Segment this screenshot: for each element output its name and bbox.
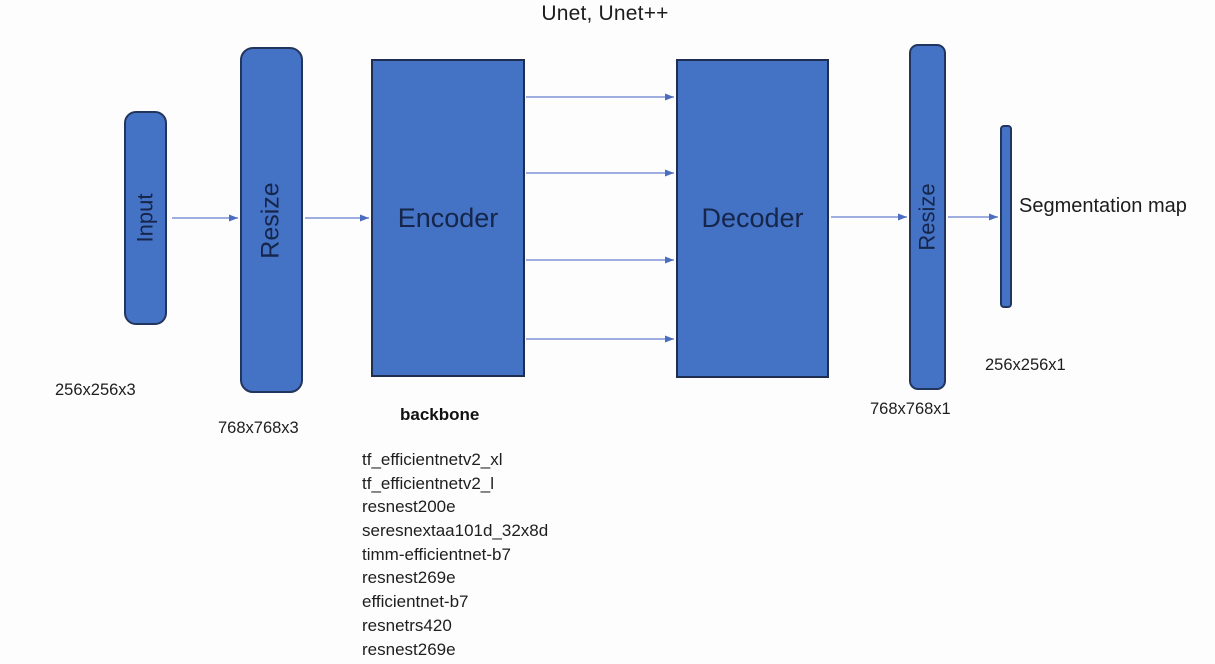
resize-in-node: Resize bbox=[240, 47, 303, 393]
backbone-item: efficientnet-b7 bbox=[362, 592, 469, 612]
backbone-item: resnest269e bbox=[362, 568, 456, 588]
encoder-node-label: Encoder bbox=[397, 202, 499, 233]
backbone-item: resnest200e bbox=[362, 497, 456, 517]
input-node-label: Input bbox=[132, 193, 158, 243]
backbone-item: resnest269e bbox=[362, 639, 456, 659]
diagram-title: Unet, Unet++ bbox=[541, 2, 669, 25]
resize-out-dim-label: 768x768x1 bbox=[870, 400, 951, 418]
backbone-item: seresnextaa101d_32x8d bbox=[362, 521, 549, 541]
resize-in-dim-label: 768x768x3 bbox=[218, 419, 299, 437]
backbone-item: tf_efficientnetv2_l bbox=[362, 473, 494, 493]
decoder-node-label: Decoder bbox=[701, 203, 804, 233]
backbone-item: resnetrs420 bbox=[362, 615, 452, 635]
backbone-list: tf_efficientnetv2_xl tf_efficientnetv2_l… bbox=[362, 448, 548, 661]
input-dim-label: 256x256x3 bbox=[55, 381, 136, 399]
input-node: Input bbox=[124, 111, 167, 325]
resize-in-node-label: Resize bbox=[257, 181, 286, 259]
segmentation-map-dim-label: 256x256x1 bbox=[985, 356, 1066, 374]
segmentation-map-label: Segmentation map bbox=[1019, 195, 1187, 217]
decoder-node: Decoder bbox=[676, 59, 829, 378]
resize-out-node: Resize bbox=[909, 44, 946, 390]
backbone-item: tf_efficientnetv2_xl bbox=[362, 450, 503, 469]
segmentation-map-bar bbox=[1000, 125, 1012, 308]
backbone-item: timm-efficientnet-b7 bbox=[362, 544, 511, 564]
backbone-heading: backbone bbox=[400, 405, 480, 424]
encoder-node: Encoder bbox=[371, 59, 525, 377]
resize-out-node-label: Resize bbox=[914, 183, 940, 251]
